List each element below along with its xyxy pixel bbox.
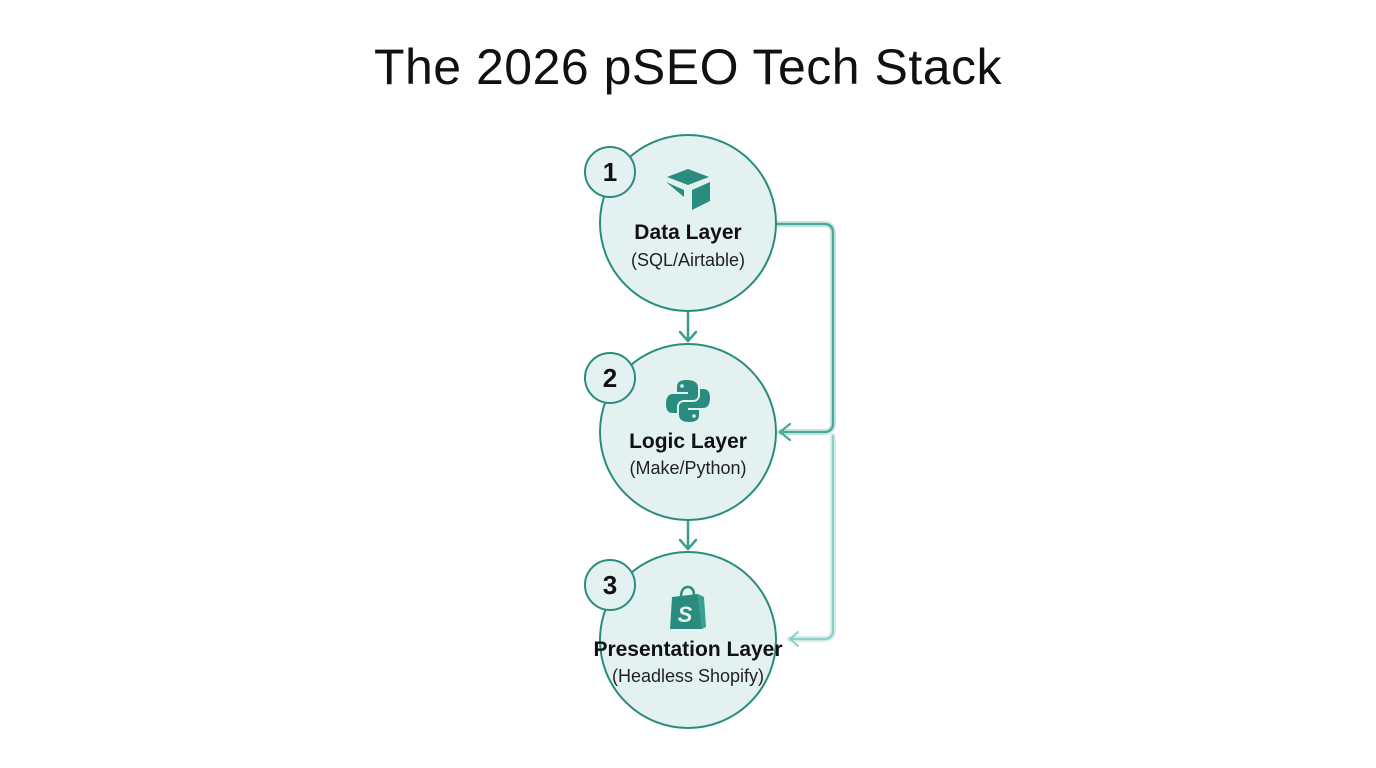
- diagram-title: The 2026 pSEO Tech Stack: [373, 39, 1003, 95]
- shopify-icon: S: [670, 585, 706, 629]
- svg-text:S: S: [678, 602, 693, 627]
- data-layer-label: Data Layer: [634, 221, 742, 244]
- python-icon: [666, 380, 710, 422]
- step-badge-2: 2: [584, 352, 636, 404]
- logic-layer-label: Logic Layer: [629, 430, 747, 453]
- data-layer-tools: (SQL/Airtable): [630, 250, 746, 270]
- arrow-1-to-2: [678, 310, 698, 343]
- logic-layer-tools: (Make/Python): [629, 458, 747, 478]
- loop-2-to-3: [787, 433, 836, 647]
- loop-1-to-2: [773, 221, 836, 442]
- presentation-layer-tools: (Headless Shopify): [611, 666, 765, 686]
- presentation-layer-label: Presentation Layer: [593, 638, 783, 661]
- arrow-2-to-3: [678, 519, 698, 551]
- step-badge-1: 1: [584, 146, 636, 198]
- airtable-icon: [666, 169, 710, 210]
- step-badge-3: 3: [584, 559, 636, 611]
